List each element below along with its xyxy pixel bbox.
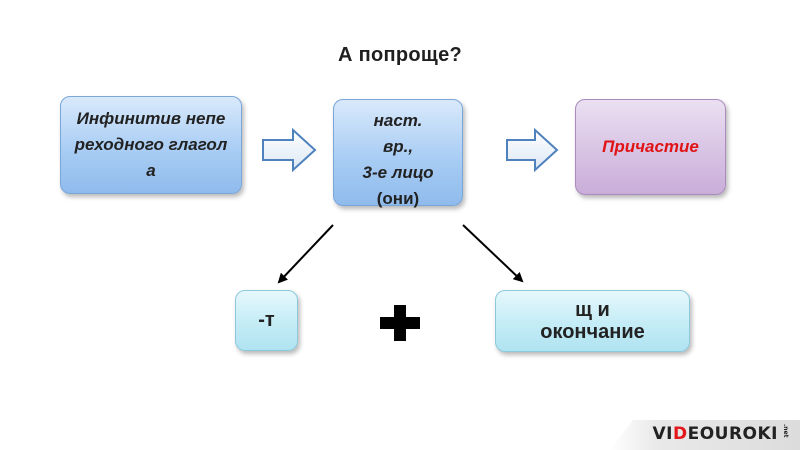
ending-line-1: щ и [575,299,610,321]
videouroki-logo: VIDEOUROKI [652,424,778,444]
present-tense-line-4: (они) [376,189,420,208]
ending-box: щ и окончание [495,290,690,352]
logo-suffix: .net [782,424,789,438]
right-arrow-icon [262,127,317,173]
down-right-arrow-icon [462,224,524,283]
present-tense-line-2: вр., [382,137,414,156]
suffix-t-box: -т [235,290,298,351]
ending-line-2: окончание [540,321,645,343]
infinitive-box: Инфинитив непереходного глагола [60,96,242,194]
participle-label: Причастие [602,137,699,156]
present-tense-box: наст. вр., 3-е лицо (они) [333,99,463,208]
suffix-t-label: -т [258,309,275,331]
infinitive-label: Инфинитив непереходного глагола [74,109,228,180]
down-left-arrow-icon [277,224,334,284]
logo-part-2: EOUROKI [687,424,778,444]
slide-title: А попроще? [337,44,463,66]
logo-part-red: D [672,424,688,444]
present-tense-line-3: 3-е лицо [362,163,434,182]
right-arrow-icon [506,127,559,173]
logo-part-1: VI [652,424,673,444]
plus-icon [380,305,420,341]
present-tense-line-1: наст. [373,111,423,130]
participle-box: Причастие [575,99,726,195]
logo-background [610,420,800,450]
